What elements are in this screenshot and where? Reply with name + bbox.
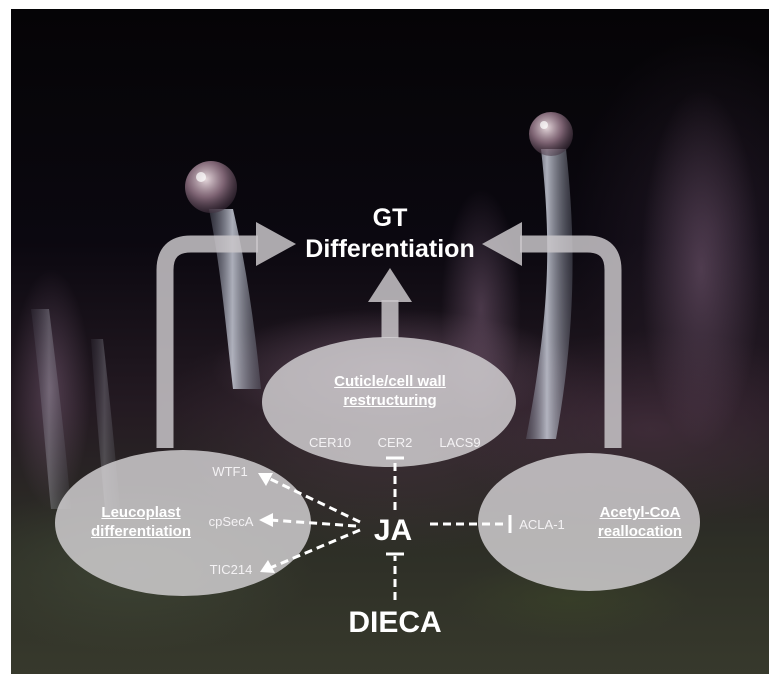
gt-differentiation-title: GT Differentiation xyxy=(290,203,490,265)
ja-to-wtf1-edge xyxy=(265,475,361,524)
ja-to-tic214-edge xyxy=(269,528,361,570)
leucoplast-ellipse xyxy=(55,450,311,596)
ja-label: JA xyxy=(373,514,413,547)
tic214-arrowhead xyxy=(260,560,275,573)
acetyl-ellipse xyxy=(478,453,700,591)
gene-cpseca: cpSecA xyxy=(208,514,254,529)
wtf1-arrowhead xyxy=(258,473,273,486)
gene-cer10: CER10 xyxy=(309,435,351,450)
left-flow-arrow xyxy=(156,235,258,448)
left-arrowhead xyxy=(256,222,296,266)
cpseca-arrowhead xyxy=(259,513,273,527)
center-arrowhead xyxy=(368,268,412,302)
cuticle-ellipse xyxy=(262,337,516,467)
acetyl-title-line2: reallocation xyxy=(597,523,683,540)
leucoplast-node-title: Leucoplast differentiation xyxy=(66,503,216,541)
right-arrowhead xyxy=(482,222,522,266)
cuticle-title-line1: Cuticle/cell wall xyxy=(334,373,446,390)
leucoplast-title-line2: differentiation xyxy=(91,523,191,540)
cuticle-node-title: Cuticle/cell wall restructuring xyxy=(300,372,480,410)
gene-cer2: CER2 xyxy=(377,435,413,450)
right-flow-arrow xyxy=(520,235,622,448)
leucoplast-title-line1: Leucoplast xyxy=(101,504,181,521)
title-line1: GT xyxy=(372,204,408,232)
gene-acla1: ACLA-1 xyxy=(519,517,565,532)
gene-wtf1: WTF1 xyxy=(212,464,248,479)
gene-tic214: TIC214 xyxy=(209,562,253,577)
cuticle-title-line2: restructuring xyxy=(343,392,437,409)
title-line2: Differentiation xyxy=(305,235,475,263)
ja-to-cpseca-edge xyxy=(269,518,357,528)
dieca-label: DIECA xyxy=(348,606,442,639)
acetyl-title-line1: Acetyl-CoA xyxy=(599,504,681,521)
gene-lacs9: LACS9 xyxy=(439,435,481,450)
acetyl-node-title: Acetyl-CoA reallocation xyxy=(575,503,705,541)
